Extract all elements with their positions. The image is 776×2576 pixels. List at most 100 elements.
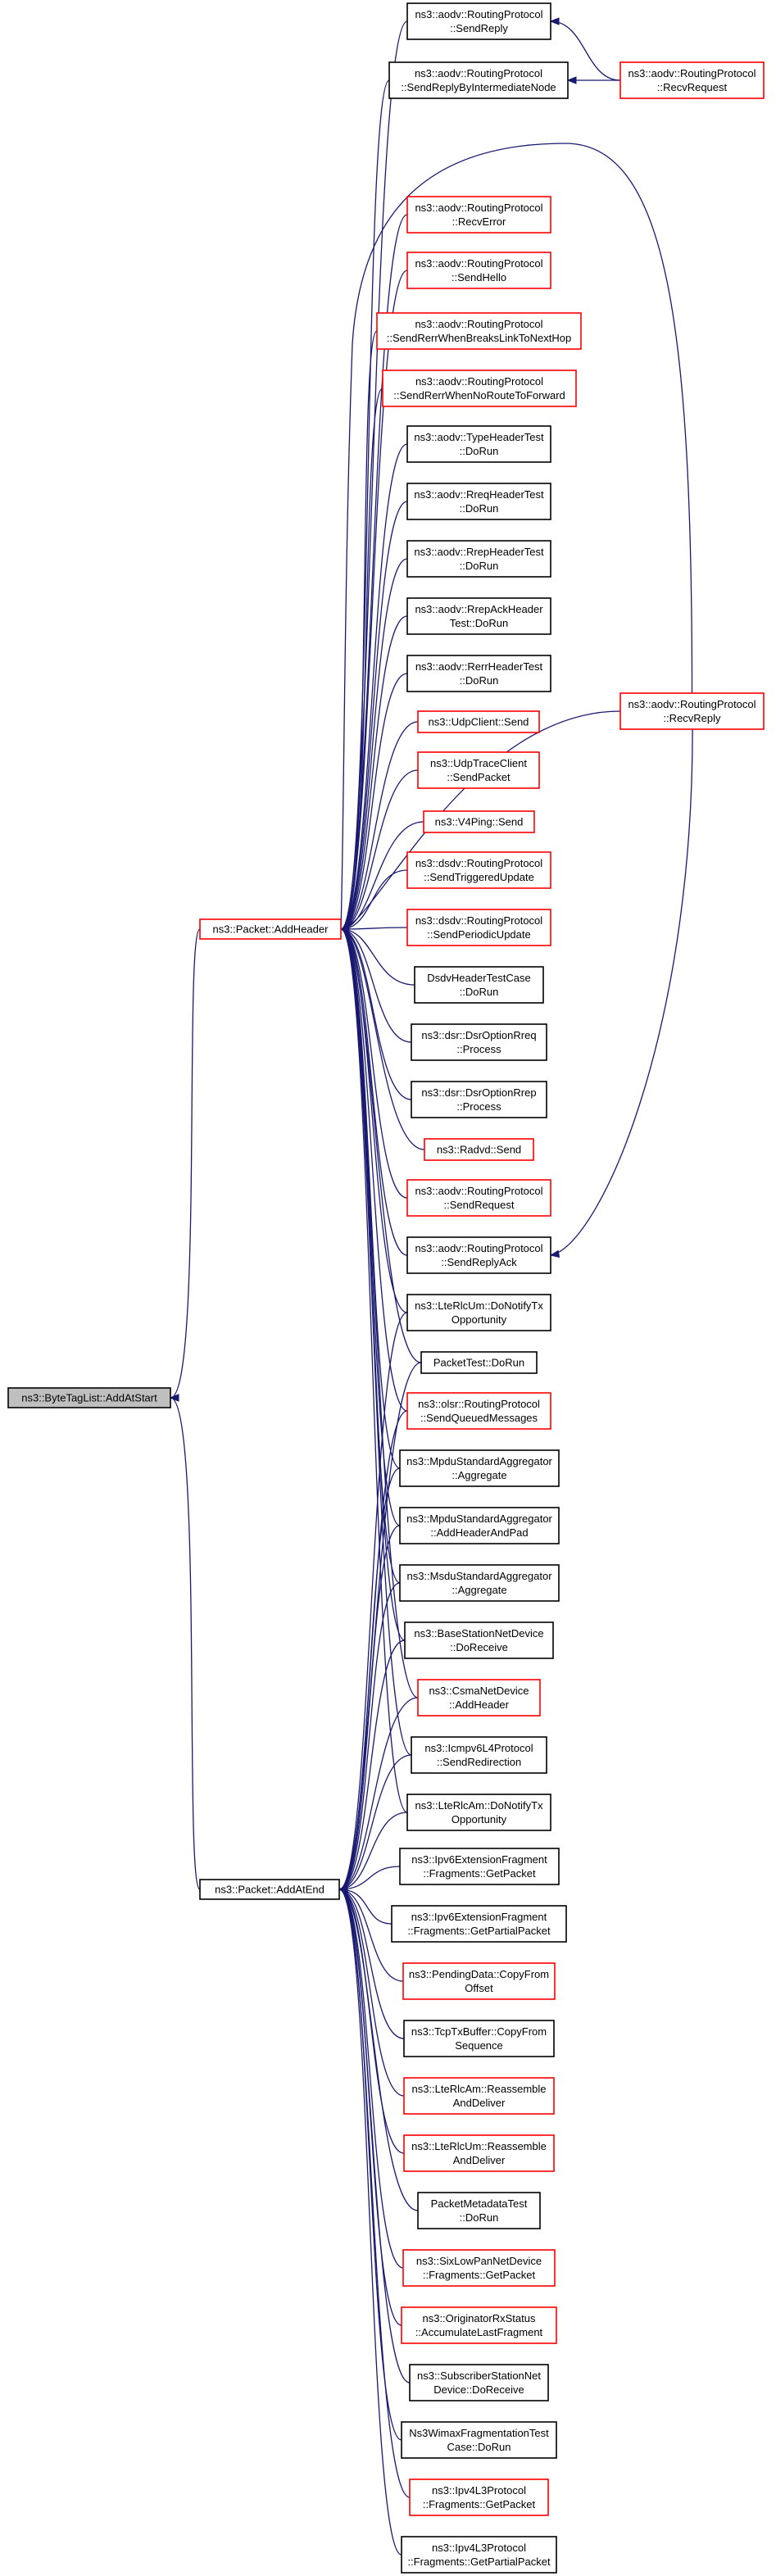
node-box[interactable]	[406, 597, 551, 635]
node-box[interactable]	[399, 1848, 560, 1885]
node-box[interactable]	[406, 2, 551, 40]
node-dsroptionrrep[interactable]: ns3::dsr::DsrOptionRrep::Process	[411, 1081, 547, 1118]
node-sendhello[interactable]: ns3::aodv::RoutingProtocol::SendHello	[406, 252, 551, 289]
node-box[interactable]	[402, 1962, 556, 2000]
node-box[interactable]	[420, 1351, 538, 1374]
node-box[interactable]	[399, 1507, 560, 1544]
node-mpduaggregate[interactable]: ns3::MpduStandardAggregator::Aggregate	[399, 1449, 560, 1487]
node-box[interactable]	[403, 2077, 555, 2115]
node-box[interactable]	[401, 2536, 557, 2574]
node-box[interactable]	[406, 1794, 551, 1831]
node-box[interactable]	[406, 425, 551, 463]
node-box[interactable]	[424, 1138, 534, 1161]
node-box[interactable]	[619, 692, 765, 730]
node-sendrerrnoroute[interactable]: ns3::aodv::RoutingProtocol::SendRerrWhen…	[382, 370, 577, 407]
node-box[interactable]	[406, 540, 551, 578]
node-box[interactable]	[411, 1081, 547, 1118]
node-box[interactable]	[401, 2421, 557, 2459]
node-box[interactable]	[414, 966, 544, 1004]
node-box[interactable]	[388, 61, 569, 99]
node-rrepheadertest[interactable]: ns3::aodv::RrepHeaderTest::DoRun	[406, 540, 551, 578]
node-mpduaddheaderpad[interactable]: ns3::MpduStandardAggregator::AddHeaderAn…	[399, 1507, 560, 1544]
node-box[interactable]	[409, 2478, 549, 2516]
node-box[interactable]	[399, 1449, 560, 1487]
node-rreqheadertest[interactable]: ns3::aodv::RreqHeaderTest::DoRun	[406, 483, 551, 520]
node-ipv6fraggetpacket[interactable]: ns3::Ipv6ExtensionFragment::Fragments::G…	[399, 1848, 560, 1885]
node-box[interactable]	[376, 312, 582, 350]
node-box[interactable]	[406, 909, 551, 946]
node-ipv4l3getpartial[interactable]: ns3::Ipv4L3Protocol::Fragments::GetParti…	[401, 2536, 557, 2574]
node-udptraceclient[interactable]: ns3::UdpTraceClient::SendPacket	[417, 751, 540, 789]
node-box[interactable]	[391, 1905, 567, 1943]
node-sixlowpangetpacket[interactable]: ns3::SixLowPanNetDevice::Fragments::GetP…	[402, 2249, 556, 2287]
node-box[interactable]	[406, 196, 551, 234]
node-box[interactable]	[406, 1236, 551, 1274]
node-box[interactable]	[403, 2134, 555, 2172]
node-subscriberreceive[interactable]: ns3::SubscriberStationNetDevice::DoRecei…	[409, 2364, 549, 2401]
node-dsroptionrreq[interactable]: ns3::dsr::DsrOptionRreq::Process	[411, 1023, 547, 1061]
node-box[interactable]	[382, 370, 577, 407]
node-v4pingsend[interactable]: ns3::V4Ping::Send	[423, 810, 535, 833]
node-box[interactable]	[406, 655, 551, 692]
node-udpclientsend[interactable]: ns3::UdpClient::Send	[417, 710, 540, 733]
node-box[interactable]	[399, 1564, 560, 1602]
node-basestationreceive[interactable]: ns3::BaseStationNetDevice::DoReceive	[404, 1621, 554, 1659]
node-recvrequest[interactable]: ns3::aodv::RoutingProtocol::RecvRequest	[619, 61, 765, 99]
node-box[interactable]	[411, 1736, 547, 1774]
node-dsdvtriggered[interactable]: ns3::dsdv::RoutingProtocol::SendTriggere…	[406, 851, 551, 889]
node-box[interactable]	[409, 2364, 549, 2401]
node-ipv6fraggetpartial[interactable]: ns3::Ipv6ExtensionFragment::Fragments::G…	[391, 1905, 567, 1943]
node-rerrheadertest[interactable]: ns3::aodv::RerrHeaderTest::DoRun	[406, 655, 551, 692]
node-box[interactable]	[423, 810, 535, 833]
node-csmaaddheader[interactable]: ns3::CsmaNetDevice::AddHeader	[417, 1679, 541, 1717]
node-olsrsendqueued[interactable]: ns3::olsr::RoutingProtocol::SendQueuedMe…	[406, 1392, 551, 1430]
node-box[interactable]	[417, 1679, 541, 1717]
node-recverror[interactable]: ns3::aodv::RoutingProtocol::RecvError	[406, 196, 551, 234]
node-sendreplyack[interactable]: ns3::aodv::RoutingProtocol::SendReplyAck	[406, 1236, 551, 1274]
node-packettest[interactable]: PacketTest::DoRun	[420, 1351, 538, 1374]
node-box[interactable]	[402, 2249, 556, 2287]
node-box[interactable]	[406, 1294, 551, 1331]
node-msduaggregate[interactable]: ns3::MsduStandardAggregator::Aggregate	[399, 1564, 560, 1602]
node-sendrequest[interactable]: ns3::aodv::RoutingProtocol::SendRequest	[406, 1179, 551, 1217]
node-box[interactable]	[406, 483, 551, 520]
node-sendrerrbreaks[interactable]: ns3::aodv::RoutingProtocol::SendRerrWhen…	[376, 312, 582, 350]
node-box[interactable]	[401, 2306, 557, 2344]
node-box[interactable]	[619, 61, 765, 99]
node-radvdsend[interactable]: ns3::Radvd::Send	[424, 1138, 534, 1161]
node-box[interactable]	[404, 1621, 554, 1659]
node-dsdvperiodic[interactable]: ns3::dsdv::RoutingProtocol::SendPeriodic…	[406, 909, 551, 946]
node-box[interactable]	[417, 2192, 541, 2229]
node-sendreply[interactable]: ns3::aodv::RoutingProtocol::SendReply	[406, 2, 551, 40]
node-box[interactable]	[417, 751, 540, 789]
node-box[interactable]	[406, 851, 551, 889]
node-typeheadertest[interactable]: ns3::aodv::TypeHeaderTest::DoRun	[406, 425, 551, 463]
node-box[interactable]	[199, 1879, 340, 1900]
node-sendreplyintermediate[interactable]: ns3::aodv::RoutingProtocol::SendReplyByI…	[388, 61, 569, 99]
node-recvreply[interactable]: ns3::aodv::RoutingProtocol::RecvReply	[619, 692, 765, 730]
node-box[interactable]	[199, 918, 342, 940]
node-box[interactable]	[406, 1392, 551, 1430]
node-box[interactable]	[406, 1179, 551, 1217]
node-box[interactable]	[411, 1023, 547, 1061]
node-addatend[interactable]: ns3::Packet::AddAtEnd	[199, 1879, 340, 1900]
node-addheader[interactable]: ns3::Packet::AddHeader	[199, 918, 342, 940]
node-dsdvheadertest[interactable]: DsdvHeaderTestCase::DoRun	[414, 966, 544, 1004]
node-box[interactable]	[406, 252, 551, 289]
node-ipv4l3getpacket[interactable]: ns3::Ipv4L3Protocol::Fragments::GetPacke…	[409, 2478, 549, 2516]
node-packetmetadatatest[interactable]: PacketMetadataTest::DoRun	[417, 2192, 541, 2229]
node-box[interactable]	[403, 2020, 555, 2057]
node-box[interactable]	[417, 710, 540, 733]
node-box[interactable]	[7, 1387, 171, 1408]
node-root[interactable]: ns3::ByteTagList::AddAtStart	[7, 1387, 171, 1408]
node-icmpv6redirect[interactable]: ns3::Icmpv6L4Protocol::SendRedirection	[411, 1736, 547, 1774]
node-originatorrxstatus[interactable]: ns3::OriginatorRxStatus::AccumulateLastF…	[401, 2306, 557, 2344]
